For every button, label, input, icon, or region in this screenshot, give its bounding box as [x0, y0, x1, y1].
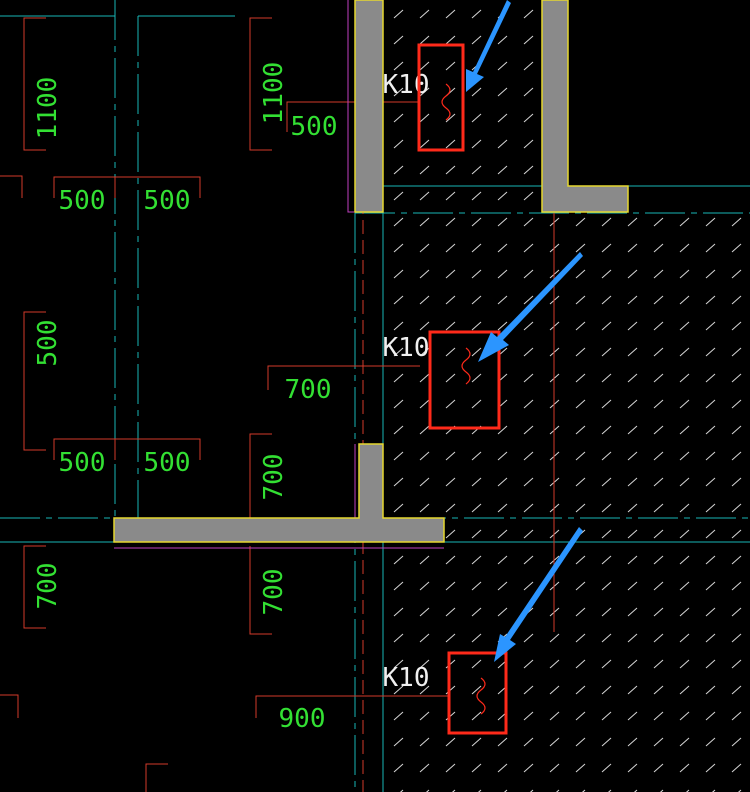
dim-left-top-vertical: 1100 [33, 77, 63, 140]
dim-left-pair-upper-b: 500 [144, 186, 191, 216]
dimension-texts: 1100 1100 500 500 500 500 700 500 500 70… [33, 62, 337, 734]
highlight-boxes [417, 43, 508, 735]
dim-left-mid-vertical: 500 [33, 320, 63, 367]
wall-t-junction [113, 443, 445, 543]
wall-left-top [354, 0, 384, 213]
k10-labels: K10 K10 K10 [383, 70, 430, 693]
dim-mid-top-horizontal: 500 [291, 112, 338, 142]
arrow-annotations [466, 0, 583, 662]
dim-left-pair-lower-b: 500 [144, 448, 191, 478]
walls [113, 0, 629, 543]
arrow-pointer-icon [466, 0, 511, 92]
break-line-icon [461, 347, 471, 385]
break-line-icon [441, 83, 451, 121]
break-line-icon [441, 83, 486, 715]
wall-right-top [541, 0, 629, 213]
dim-left-bottom-vertical: 700 [33, 563, 63, 610]
dim-mid-top-vertical: 1100 [259, 62, 289, 125]
k10-label-top: K10 [383, 70, 430, 100]
highlight-box-bottom [447, 651, 508, 735]
dim-mid-vertical-700-upper: 700 [259, 454, 289, 501]
dim-bottom-horizontal-900: 900 [279, 704, 326, 734]
dim-left-pair-lower-a: 500 [59, 448, 106, 478]
dim-left-pair-upper-a: 500 [59, 186, 106, 216]
k10-label-mid: K10 [383, 333, 430, 363]
k10-label-bottom: K10 [383, 663, 430, 693]
dim-mid-horizontal-700: 700 [285, 375, 332, 405]
break-line-icon [476, 677, 486, 715]
highlight-box-top [417, 43, 465, 152]
highlight-box-mid [428, 330, 501, 430]
arrow-pointer-icon [478, 252, 583, 362]
dim-mid-vertical-700-lower: 700 [259, 569, 289, 616]
unhatched-room [568, 0, 750, 186]
arrow-pointer-icon [494, 527, 583, 662]
